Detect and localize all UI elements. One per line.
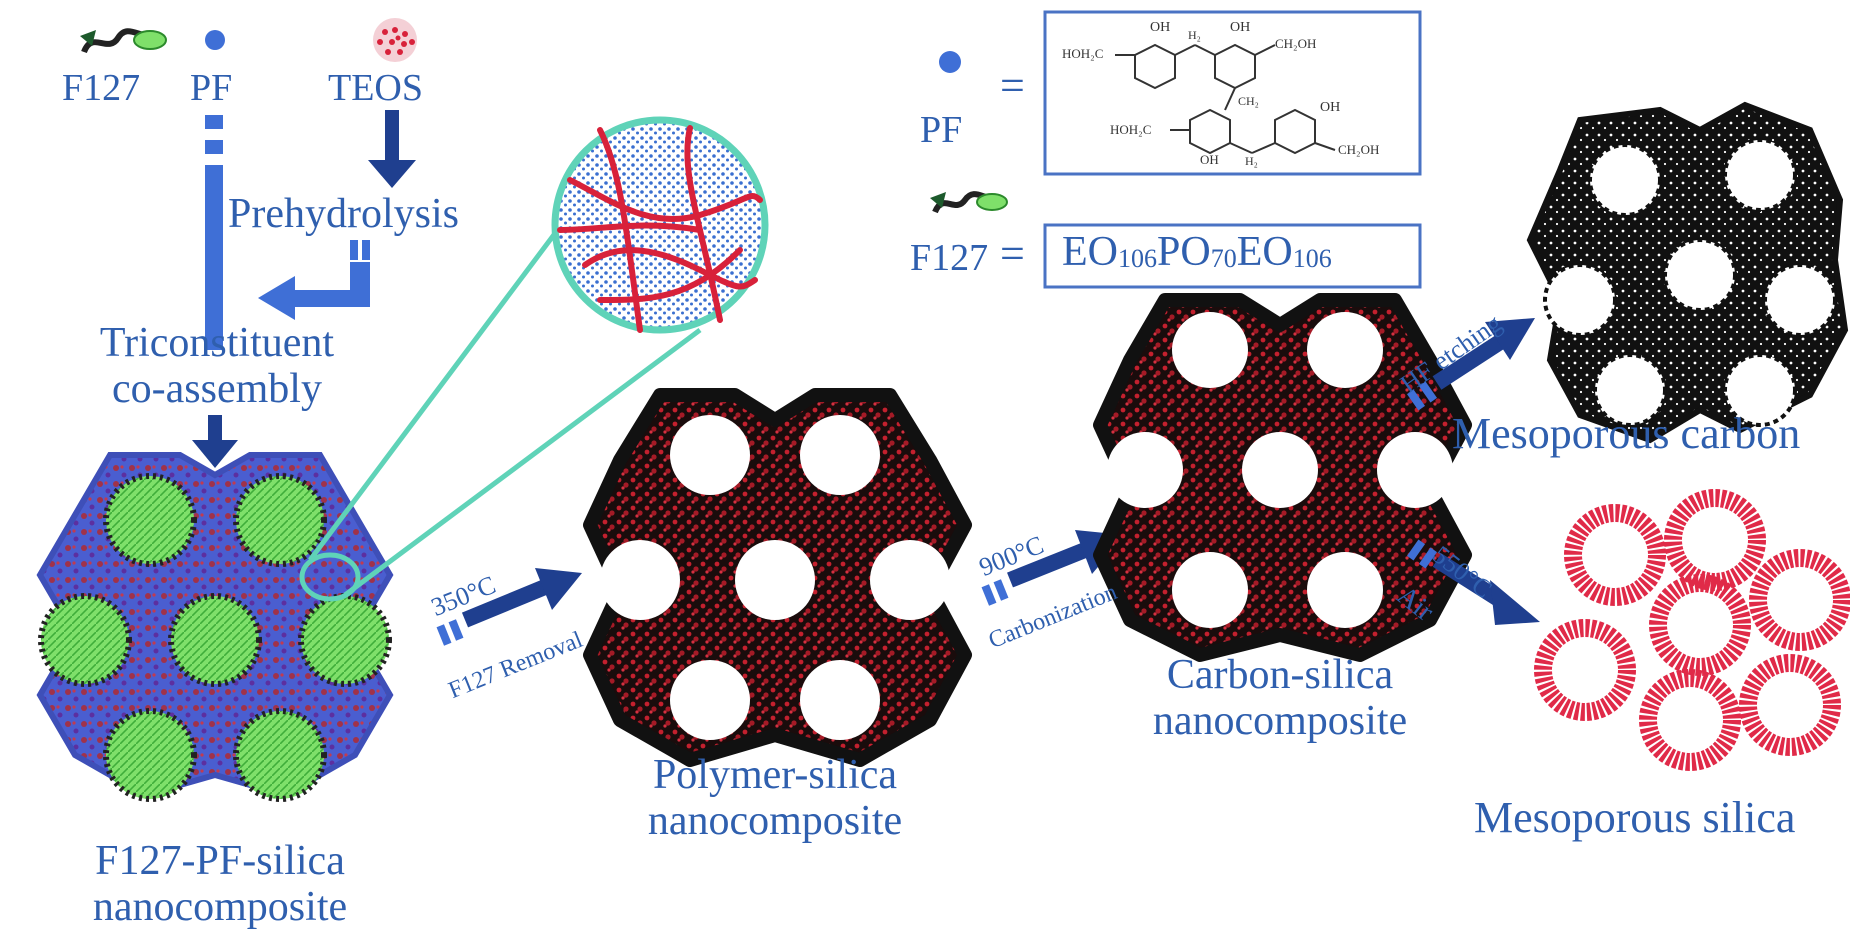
polymer-silica-composite [583,388,972,767]
formula-n2: 70 [1210,244,1237,273]
zoom-callout [299,116,769,602]
label-polymer-silica-line2: nanocomposite [647,798,903,844]
step-triconstituent: Triconstituent co-assembly [62,320,372,412]
step-tricon-line1: Triconstituent [99,320,335,366]
pf-oh-d: OH [1200,152,1219,167]
coassembly-down-arrow [192,415,238,468]
pf-hoh2c-bot: HOH₂C [1110,122,1152,137]
formula-po: PO [1157,229,1211,275]
legend-right-eq2: = [1000,229,1025,278]
pf-structure-drawing [1115,43,1336,155]
teos-down-arrow [368,110,416,188]
label-f127-pf-silica: F127-PF-silica nanocomposite [30,838,410,930]
formula-n1: 106 [1118,244,1157,273]
pf-hoh2c-top: HOH₂C [1062,46,1104,61]
step-prehydrolysis: Prehydrolysis [228,191,459,237]
label-polymer-silica: Polymer-silica nanocomposite [595,752,955,844]
pf-h2-a: H₂ [1188,28,1201,42]
pf-h2-b: H₂ [1245,154,1258,168]
legend-right-f127-label: F127 [910,237,989,279]
pf-oh-a: OH [1150,20,1171,35]
legend-f127-label: F127 [62,67,141,109]
pf-ch2-mid: CH₂ [1238,94,1259,108]
label-mesoporous-carbon: Mesoporous carbon [1452,409,1801,458]
arrow-f127-removal [436,568,582,646]
carbon-silica-composite [1093,293,1472,662]
arrow-calcination-air [1406,539,1540,625]
pf-ch2oh-bot: CH₂OH [1338,142,1380,157]
label-mesoporous-silica: Mesoporous silica [1474,793,1796,842]
label-carbon-silica-line1: Carbon-silica [1166,652,1394,698]
pf-flow-line [205,115,223,350]
legend-right-eq1: = [1000,61,1025,110]
f127-formula: EO106PO70EO106 [1062,228,1332,276]
formula-n3: 106 [1292,244,1332,273]
pf-oh-b: OH [1230,20,1251,35]
mesoporous-carbon [1526,101,1849,444]
pf-ch2oh-top: CH₂OH [1275,36,1317,51]
pf-dot-icon [205,30,225,50]
mesoporous-silica [1534,489,1850,771]
pf-oh-c: OH [1320,100,1341,115]
label-carbon-silica: Carbon-silica nanocomposite [1105,652,1455,744]
formula-eo1: EO [1062,229,1118,275]
formula-eo2: EO [1236,229,1293,275]
label-polymer-silica-line1: Polymer-silica [652,752,898,798]
label-f127-pf-silica-line2: nanocomposite [92,884,348,930]
arrow-hf-etching [1406,318,1535,411]
step-tricon-line2: co-assembly [112,366,322,412]
f127-formula-box [1043,223,1422,289]
f127-pf-silica-composite [36,452,394,802]
label-carbon-silica-line2: nanocomposite [1152,698,1408,744]
legend-right-pf-label: PF [920,109,963,151]
label-f127-pf-silica-line1: F127-PF-silica [95,838,345,884]
legend-teos-label: TEOS [328,67,423,109]
teos-icon [373,18,417,62]
legend-pf-label: PF [190,67,233,109]
pf-legend-dot-icon [939,51,961,73]
f127-icon [80,28,167,54]
f127-legend-icon [930,191,1008,214]
prehydrolysis-elbow-arrow [258,240,370,320]
